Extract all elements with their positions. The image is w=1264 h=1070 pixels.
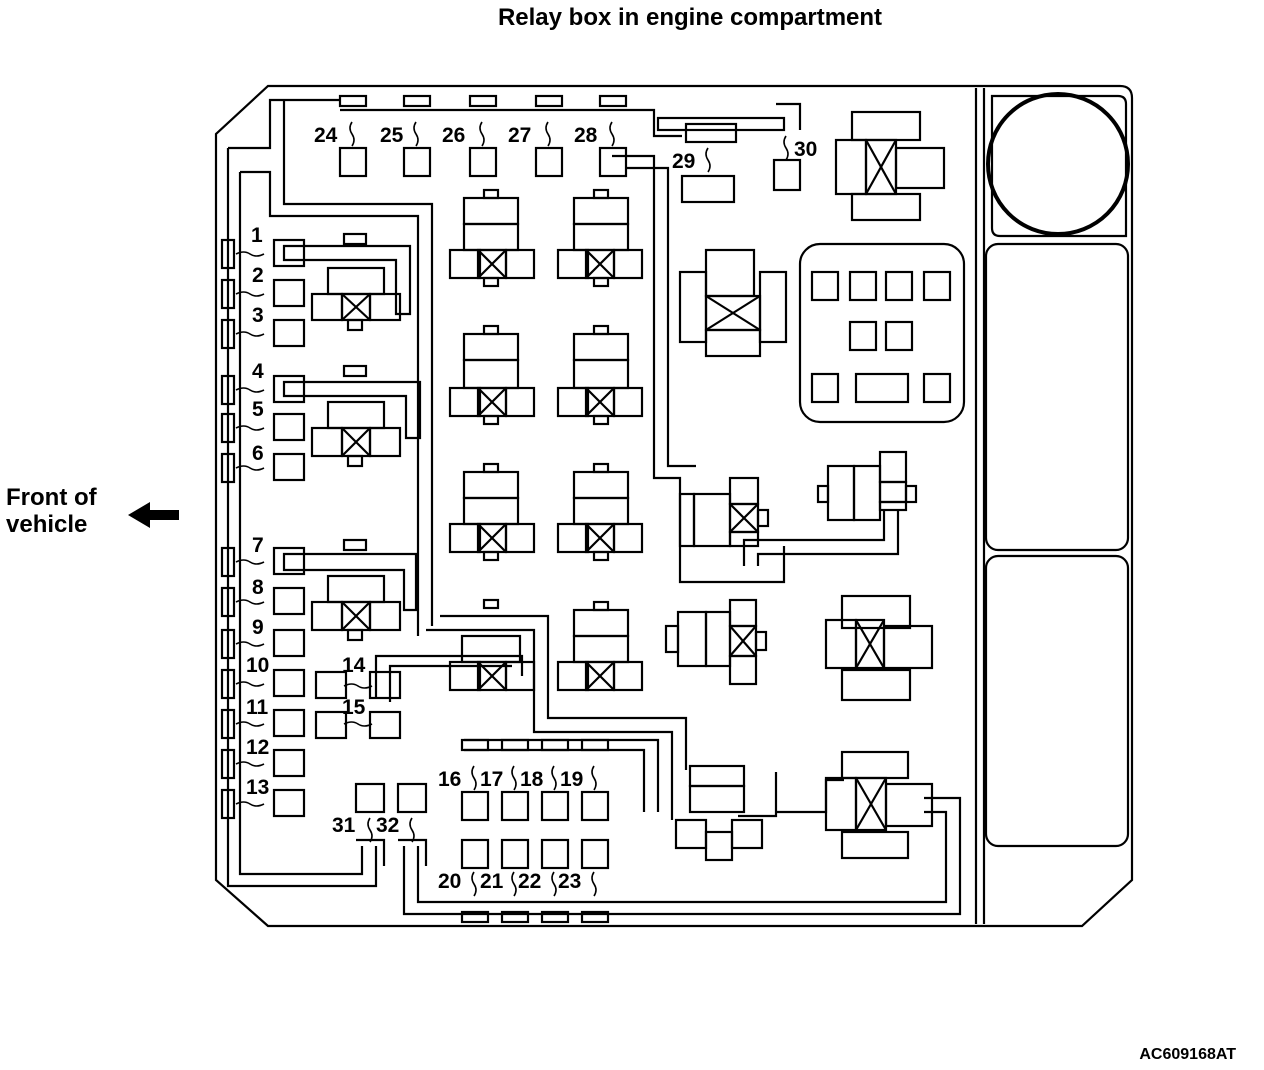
fuse-label: 31 — [332, 814, 356, 837]
relay-box-housing — [214, 84, 1134, 928]
fuse-labels: 1 2 3 4 5 6 7 8 9 10 11 12 13 14 15 16 1… — [246, 124, 817, 893]
fuse-label: 4 — [252, 360, 264, 383]
fuse-label: 23 — [558, 870, 581, 893]
right-compartment — [974, 88, 1130, 924]
fuse-label: 11 — [246, 696, 269, 719]
fuse-label: 6 — [252, 442, 264, 465]
fuse-label: 17 — [480, 768, 503, 791]
fuse-label: 13 — [246, 776, 269, 799]
fuse-label: 12 — [246, 736, 269, 759]
right-relays — [664, 110, 966, 862]
fuse-label: 2 — [252, 264, 264, 287]
left-relay-1 — [282, 232, 412, 332]
front-of-vehicle-label: Front of vehicle — [6, 484, 97, 538]
fuse-label: 24 — [314, 124, 338, 147]
fuse-label: 20 — [438, 870, 461, 893]
fuse-label: 29 — [672, 150, 695, 173]
fuse-label: 3 — [252, 304, 264, 327]
bottom-fuse-rows — [354, 738, 610, 924]
fuse-label: 21 — [480, 870, 504, 893]
left-relay-2 — [282, 364, 422, 468]
fuse-label: 32 — [376, 814, 399, 837]
fuse-label: 10 — [246, 654, 269, 677]
left-fuse-sockets — [272, 238, 306, 818]
fuse-label: 8 — [252, 576, 264, 599]
fuse-label: 14 — [342, 654, 366, 677]
battery-terminal-circle — [986, 92, 1130, 236]
arrow-left-icon — [128, 502, 179, 528]
label-leaders — [235, 121, 789, 897]
fuse-label: 28 — [574, 124, 598, 147]
document-id: AC609168AT — [1139, 1046, 1236, 1063]
left-relay-3 — [282, 538, 418, 642]
wiring-harness — [226, 98, 962, 916]
fuse-label: 30 — [794, 138, 817, 161]
fuse-label: 22 — [518, 870, 541, 893]
top-fuse-row — [338, 94, 802, 204]
fuse-label: 25 — [380, 124, 404, 147]
center-relay-grid — [448, 188, 644, 692]
fuse-label: 26 — [442, 124, 465, 147]
front-label-line-2: vehicle — [6, 511, 88, 538]
left-terminal-strip — [220, 238, 236, 820]
diagram-title: Relay box in engine compartment — [497, 4, 883, 31]
fuse-label: 18 — [520, 768, 544, 791]
fuse-label: 5 — [252, 398, 264, 421]
fuse-label: 1 — [251, 224, 263, 247]
front-label-line-1: Front of — [6, 484, 97, 511]
fuse-label: 27 — [508, 124, 531, 147]
fuse-label: 9 — [252, 616, 264, 639]
fuse-label: 19 — [560, 768, 583, 791]
fuse-label: 16 — [438, 768, 461, 791]
fuse-label: 7 — [252, 534, 264, 557]
fuse-label: 15 — [342, 696, 366, 719]
